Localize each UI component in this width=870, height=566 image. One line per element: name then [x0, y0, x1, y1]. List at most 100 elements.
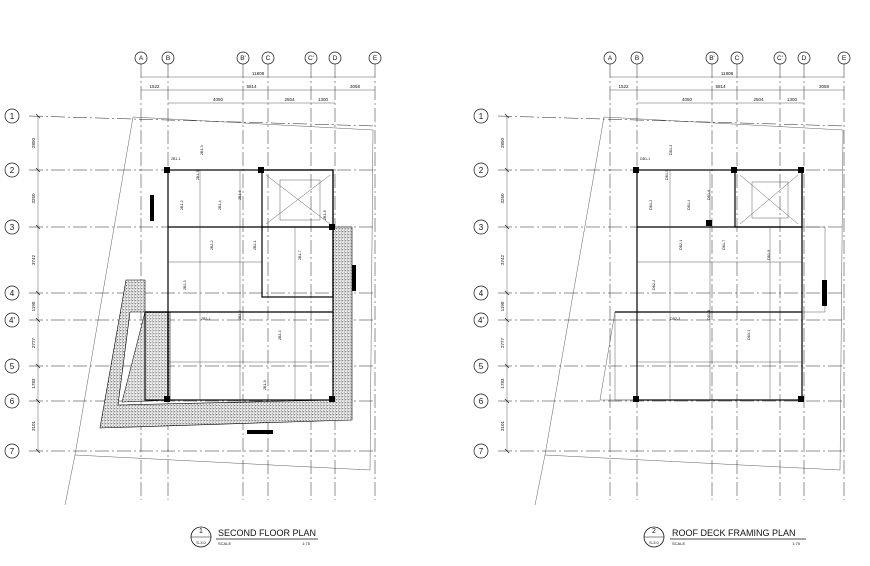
property-line-extension: [534, 454, 546, 506]
dimension-value: 1522: [149, 84, 160, 89]
member-label: DB1-2: [649, 200, 653, 210]
dimension-value: 3742: [31, 254, 36, 265]
property-line-extension: [64, 454, 76, 506]
member-label: 2B3-2: [238, 310, 242, 320]
member-label: DB3-1: [747, 330, 751, 340]
stair-inner: [279, 179, 321, 221]
building-outline: [636, 169, 803, 401]
grid-label: 5: [10, 362, 15, 371]
member-label: 2B1-5: [196, 170, 200, 180]
member-label: DB1-6: [707, 190, 711, 200]
column-mark: [164, 167, 170, 173]
member-label: 2B1-1: [171, 157, 181, 161]
room-box: [261, 226, 334, 298]
column-mark: [706, 220, 712, 226]
grid-bubble: [473, 393, 489, 409]
stair-diagonal: [739, 174, 799, 225]
member-label: 2B2-2: [210, 240, 214, 250]
grid-label: A: [139, 55, 144, 62]
sheet-ref: S-3.0: [196, 540, 206, 545]
column-mark: [798, 167, 804, 173]
plan-title: ROOF DECK FRAMING PLAN: [672, 528, 796, 538]
member-label: 2B1-7: [298, 250, 302, 260]
grid-bubble: [236, 51, 250, 65]
column-mark: [798, 396, 804, 402]
member-label: 2B1-4: [218, 200, 222, 210]
column-mark: [633, 396, 639, 402]
grid-label: E: [373, 55, 378, 62]
grid-label: 4: [10, 289, 15, 298]
dimension-tick: [35, 448, 41, 454]
grid-label: E: [842, 55, 847, 62]
dimension-value: 3101: [31, 420, 36, 431]
grid-bubble: [4, 312, 20, 328]
member-label: DB1-9: [767, 250, 771, 260]
grid-label: C: [735, 55, 740, 62]
grid-bubble: [473, 162, 489, 178]
grid-bubble: [797, 51, 811, 65]
grid-label: C': [308, 55, 314, 62]
grid-label: B': [240, 55, 246, 62]
grid-label: 1: [479, 112, 484, 121]
dimension-tick: [504, 290, 510, 296]
scale-value: 1:75: [302, 541, 311, 546]
grid-bubble: [473, 443, 489, 459]
grid-bubble: [473, 285, 489, 301]
stair-diagonal: [265, 174, 331, 225]
column-mark: [329, 224, 335, 230]
dimension-tick: [504, 363, 510, 369]
dimension-value: 3058: [350, 84, 361, 89]
scale-value: 1:75: [792, 541, 801, 546]
member-label: DB1-4: [687, 200, 691, 210]
grid-bubble: [773, 51, 787, 65]
grid-bubble: [4, 393, 20, 409]
slab-hatch-area-inner: [121, 311, 171, 403]
slab-hatch-area: [99, 226, 353, 429]
dimension-tick: [504, 317, 510, 323]
grid-bubble: [4, 285, 20, 301]
member-label: 2B2-3: [183, 280, 187, 290]
member-label: 2B1-9: [263, 380, 267, 390]
member-label: 2B3-3: [278, 330, 282, 340]
member-label: DB1-7: [722, 240, 726, 250]
member-label: 2B1-3: [200, 145, 204, 155]
grid-bubble: [304, 51, 318, 65]
member-label: 2B1-8: [323, 210, 327, 220]
plan-number: 1: [199, 528, 203, 535]
dimension-value: 5814: [246, 84, 257, 89]
column-mark: [822, 280, 827, 306]
dimension-value: 5814: [715, 84, 726, 89]
dimension-value: 3101: [500, 420, 505, 431]
dimension-value: 2850: [500, 137, 505, 148]
grid-label: 6: [10, 397, 15, 406]
member-labels: 2B1-12B1-22B1-32B1-42B1-52B1-62B2-12B2-2…: [171, 145, 327, 390]
dimension-tick: [35, 290, 41, 296]
member-label: DB1-5: [665, 170, 669, 180]
stair-inner: [751, 181, 789, 219]
grid-label: 4': [9, 316, 15, 325]
member-label: DB2-3: [670, 317, 680, 321]
grid-label: 4': [478, 316, 484, 325]
column-mark: [633, 167, 639, 173]
grid-bubble: [4, 219, 20, 235]
grid-label: C': [777, 55, 783, 62]
dimension-value: 11808: [721, 71, 734, 76]
dimension-value: 1522: [618, 84, 629, 89]
grid-bubble: [261, 51, 275, 65]
member-label: 2B1-2: [180, 200, 184, 210]
dimension-value: 3250: [500, 193, 505, 204]
column-mark: [247, 430, 273, 434]
dimension-tick: [35, 317, 41, 323]
member-label: DB2-2: [652, 280, 656, 290]
member-label: DB1-3: [669, 145, 673, 155]
stair-box: [734, 169, 803, 228]
member-label: DB2-1: [679, 240, 683, 250]
grid-label: A: [608, 55, 613, 62]
grid-label: 1: [10, 112, 15, 121]
sheet-ref: S-3.0: [649, 540, 659, 545]
member-label: 2B1-6: [238, 190, 242, 200]
